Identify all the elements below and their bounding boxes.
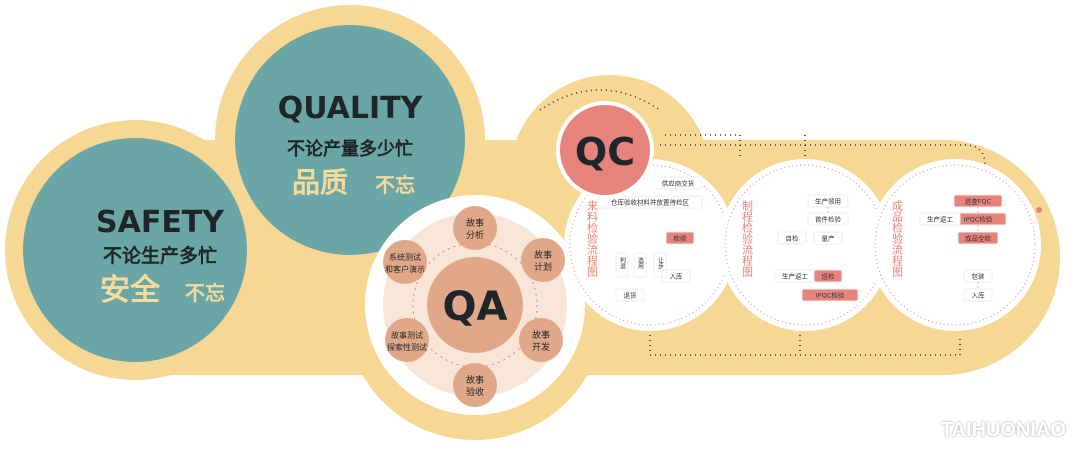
qa-step-label: 计划 bbox=[534, 261, 552, 273]
qa-step-node bbox=[453, 363, 497, 407]
watermark: TAIHUONIAO bbox=[940, 419, 1066, 441]
final-inspection-node-label: 巡查FQC bbox=[965, 197, 992, 206]
final-inspection-node-label: 入库 bbox=[972, 291, 986, 300]
qa-step-label: 故事测试 bbox=[391, 330, 423, 340]
process-inspection-node bbox=[777, 231, 807, 245]
qc-circle bbox=[556, 101, 654, 199]
process-inspection-title: 制程检验流程图 bbox=[741, 200, 754, 278]
safety-subtitle: 不论生产多忙 bbox=[103, 244, 217, 267]
qa-step-label: 故事 bbox=[534, 249, 552, 261]
qa-step-node bbox=[521, 238, 565, 282]
process-inspection-node-label: 自检 bbox=[786, 234, 800, 243]
qa-step-label: 故事 bbox=[532, 329, 550, 341]
qa-step-label: 故事 bbox=[466, 374, 484, 386]
final-inspection-title: 成品检验流程图 bbox=[891, 200, 904, 278]
safety-title: SAFETY bbox=[96, 205, 225, 240]
incoming-inspection-node-label: 判退 bbox=[619, 256, 626, 270]
process-inspection-node-label: 生产领用 bbox=[815, 197, 841, 206]
incoming-inspection-node-label: 退货 bbox=[624, 291, 638, 300]
incoming-inspection-node bbox=[653, 176, 703, 190]
qa-step-label: 开发 bbox=[532, 341, 550, 353]
quality-highlight: 品质 bbox=[292, 166, 348, 199]
process-inspection-node-label: 生产返工 bbox=[782, 272, 809, 281]
quality-title: QUALITY bbox=[278, 91, 424, 126]
final-inspection-node bbox=[963, 288, 993, 302]
incoming-inspection-node-label: 入库 bbox=[670, 272, 684, 281]
qa-step-label: 系统测试 bbox=[389, 252, 421, 262]
final-inspection-node-label: 成品全检 bbox=[965, 234, 992, 243]
final-inspection-node-label: 生产返工 bbox=[927, 215, 954, 224]
process-inspection-node-label: 首件检验 bbox=[815, 215, 842, 224]
quality-highlight-small: 不忘 bbox=[375, 173, 415, 197]
final-inspection-node bbox=[957, 231, 999, 245]
incoming-inspection-node-label: 检验 bbox=[674, 234, 688, 243]
qa-step-node bbox=[385, 318, 429, 362]
qa-step-label: 验收 bbox=[466, 386, 484, 398]
incoming-inspection-node bbox=[615, 252, 629, 278]
quality-circle bbox=[235, 25, 465, 255]
incoming-inspection-node bbox=[615, 288, 645, 302]
incoming-inspection-node bbox=[665, 231, 695, 245]
incoming-inspection-node bbox=[633, 252, 647, 278]
incoming-inspection-node bbox=[597, 195, 703, 209]
safety-highlight-small: 不忘 bbox=[185, 281, 225, 305]
safety-highlight: 安全 bbox=[100, 273, 161, 308]
qa-step-node bbox=[519, 318, 563, 362]
qa-step-label: 分析 bbox=[466, 229, 484, 241]
safety-circle bbox=[23, 138, 247, 362]
incoming-inspection-node-label: 让步 bbox=[657, 256, 664, 270]
process-inspection-node-label: 巡检 bbox=[822, 272, 836, 281]
final-inspection-node-label: 包装 bbox=[972, 272, 986, 281]
incoming-inspection-node-label: 仓库验收材料并放置待检区 bbox=[611, 198, 690, 207]
incoming-inspection-node-label: 供应商交货 bbox=[662, 179, 695, 188]
qa-step-label: 故事 bbox=[466, 217, 484, 229]
dotted-connectors bbox=[539, 89, 986, 356]
final-inspection-node-label: IPQC检验 bbox=[964, 215, 993, 224]
process-inspection-node-label: IPQC检验 bbox=[816, 291, 845, 300]
qc-title: QC bbox=[575, 130, 635, 174]
incoming-inspection-node-label: 选用 bbox=[637, 256, 644, 270]
qa-title: QA bbox=[443, 284, 508, 330]
process-inspection-node bbox=[801, 288, 859, 302]
qa-step-node bbox=[453, 206, 497, 250]
incoming-inspection-title: 来料检验流程图 bbox=[586, 200, 599, 278]
final-inspection-node bbox=[919, 212, 961, 226]
quality-subtitle: 不论产量多少忙 bbox=[287, 138, 413, 160]
qa-center bbox=[427, 257, 523, 353]
qa-step-node bbox=[383, 240, 427, 284]
process-inspection-node-label: 量产 bbox=[822, 234, 836, 243]
qa-step-label: 探索性测试 bbox=[387, 342, 427, 352]
process-inspection-node bbox=[813, 269, 843, 283]
qa-step-label: 和客户演示 bbox=[385, 264, 425, 274]
process-inspection-node bbox=[813, 231, 843, 245]
incoming-inspection-node bbox=[661, 269, 691, 283]
